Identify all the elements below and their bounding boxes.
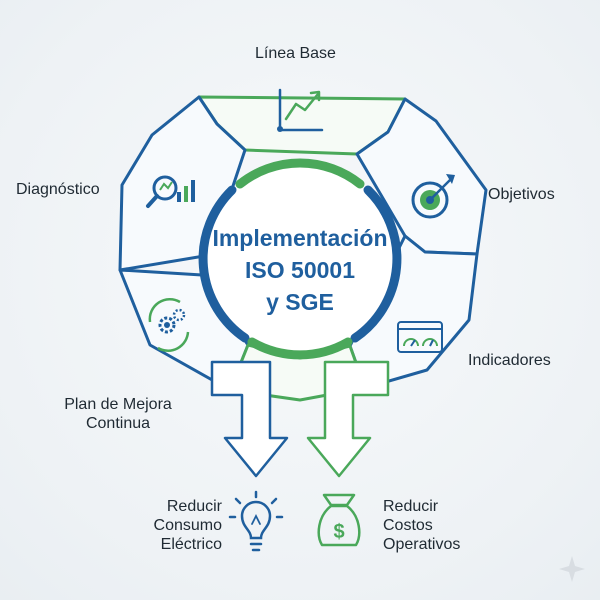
label-plan-line1: Plan de Mejora — [64, 396, 172, 413]
label-costos-line2: Costos — [383, 517, 433, 534]
label-plan-line2: Continua — [85, 415, 151, 432]
label-linea-base: Línea Base — [255, 45, 336, 62]
arrow-consumo — [210, 360, 289, 478]
lightbulb-icon — [228, 490, 284, 552]
label-costos-line1: Reducir — [383, 498, 439, 515]
label-costos-line3: Operativos — [383, 536, 461, 553]
label-consumo-line3: Eléctrico — [160, 536, 222, 553]
inner-ring-green-top — [235, 158, 365, 189]
inner-ring-blue-left — [198, 185, 250, 343]
gauge-dashboard-icon — [397, 321, 443, 353]
inner-ring-green-bottom — [247, 337, 353, 360]
inner-ring-blue-right — [350, 185, 402, 343]
label-reducir-costos: Reducir Costos Operativos — [383, 497, 493, 554]
magnifier-chart-icon — [146, 175, 195, 208]
label-objetivos: Objetivos — [488, 186, 555, 203]
label-consumo-line2: Consumo — [153, 517, 222, 534]
gears-cycle-icon — [148, 297, 190, 352]
label-indicadores: Indicadores — [468, 352, 551, 369]
inner-ring-white — [203, 161, 397, 355]
svg-text:$: $ — [333, 521, 344, 543]
center-title-line3: y SGE — [266, 289, 334, 315]
target-icon — [411, 174, 455, 219]
center-title-line2: ISO 50001 — [245, 257, 355, 283]
money-bag-icon: $ — [317, 493, 361, 547]
arrow-costos — [306, 360, 390, 478]
label-diagnostico: Diagnóstico — [16, 181, 100, 198]
sparkle-icon — [559, 556, 585, 582]
label-reducir-consumo: Reducir Consumo Eléctrico — [130, 497, 222, 554]
center-title: Implementación ISO 50001 y SGE — [200, 222, 400, 318]
line-chart-icon — [277, 88, 324, 132]
center-title-line1: Implementación — [212, 225, 388, 251]
label-consumo-line1: Reducir — [166, 498, 222, 515]
label-plan-mejora: Plan de Mejora Continua — [55, 395, 181, 433]
